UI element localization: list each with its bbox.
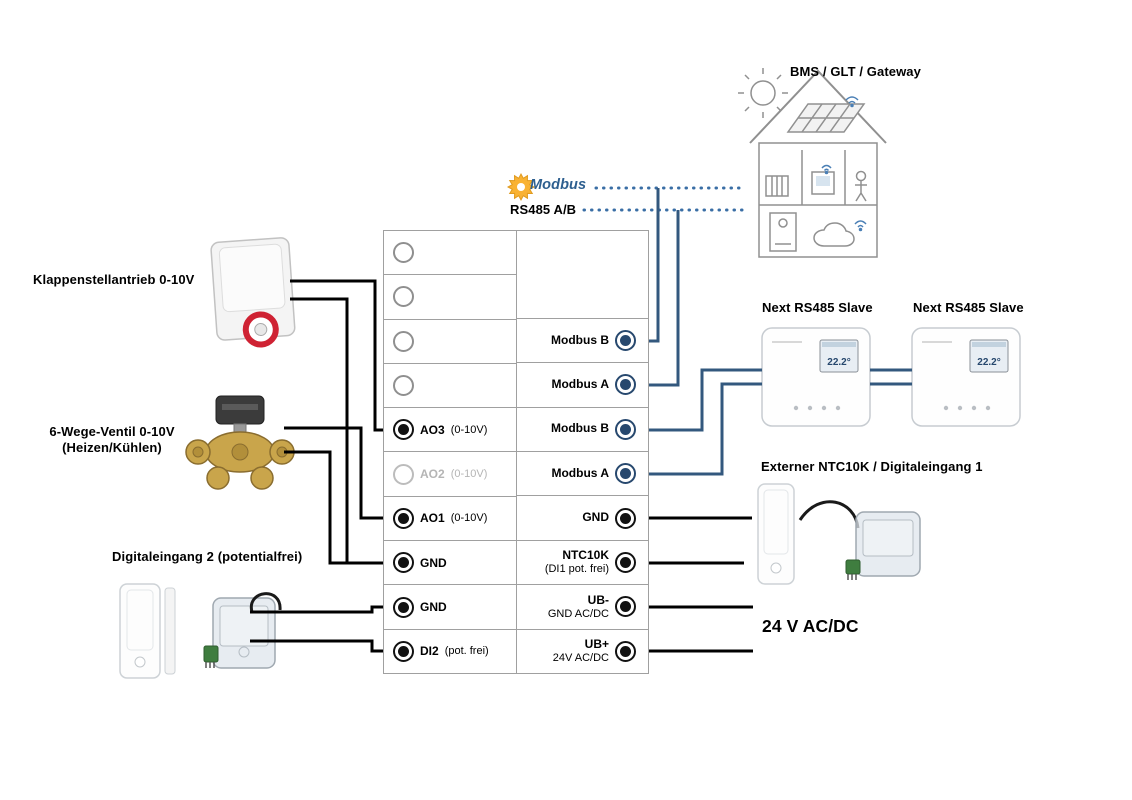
rs485-slave-right-illustration: 22.2° bbox=[911, 327, 1021, 427]
terminal-sublabel: (DI1 pot. frei) bbox=[544, 563, 609, 576]
terminal-row-empty-4 bbox=[384, 364, 516, 409]
terminal-label: GND bbox=[582, 510, 609, 525]
valve-label: 6-Wege-Ventil 0-10V (Heizen/Kühlen) bbox=[42, 424, 182, 457]
cloud-icon bbox=[813, 222, 855, 247]
terminal-row-modbus-b-2: Modbus B bbox=[517, 408, 648, 453]
radiator-icon bbox=[765, 175, 789, 197]
thermostat-screen bbox=[969, 339, 1009, 373]
terminal-circle bbox=[615, 374, 636, 396]
terminal-label: Modbus A bbox=[551, 465, 609, 480]
terminal-circle bbox=[393, 330, 414, 352]
slave-left-label: Next RS485 Slave bbox=[762, 300, 873, 315]
modbus-gear-icon bbox=[506, 172, 536, 202]
terminal-column-right: Modbus B Modbus A Modbus B Modbus A GND … bbox=[516, 230, 649, 674]
valve-label-line1: 6-Wege-Ventil 0-10V bbox=[49, 424, 175, 439]
door-contact-di2-illustration bbox=[119, 583, 282, 679]
terminal-label: Modbus A bbox=[551, 377, 609, 391]
terminal-row-modbus-b-1: Modbus B bbox=[517, 319, 648, 364]
bus-dotted-lines bbox=[582, 186, 746, 212]
terminal-circle bbox=[393, 419, 414, 441]
terminal-label: AO2 bbox=[420, 467, 445, 482]
terminal-label: Modbus B bbox=[551, 332, 609, 347]
terminal-row-ao2: AO2 (0-10V) bbox=[384, 452, 516, 497]
terminal-label: NTC10K bbox=[562, 548, 609, 563]
valve-label-line2: (Heizen/Kühlen) bbox=[62, 440, 162, 456]
terminal-label: GND bbox=[420, 555, 447, 570]
thermostat-temp: 22.2° bbox=[827, 357, 850, 368]
green-connector-icon bbox=[845, 559, 861, 575]
terminal-row-ub-minus: UB-GND AC/DC bbox=[517, 585, 648, 630]
boiler-icon bbox=[769, 212, 797, 252]
green-connector-icon bbox=[203, 645, 219, 663]
terminal-circle bbox=[615, 596, 636, 618]
terminal-row-gnd-1: GND bbox=[384, 541, 516, 586]
terminal-circle bbox=[615, 330, 636, 351]
terminal-circle bbox=[393, 375, 414, 397]
cable-loop bbox=[798, 500, 860, 529]
terminal-circle bbox=[393, 286, 414, 308]
terminal-block: AO3 (0-10V) AO2 (0-10V) AO1 (0-10V) GND … bbox=[383, 230, 649, 674]
terminal-label: AO1 bbox=[420, 511, 445, 526]
cable-loop bbox=[249, 592, 282, 613]
bms-label: BMS / GLT / Gateway bbox=[790, 64, 921, 79]
terminal-row-modbus-a-2: Modbus A bbox=[517, 452, 648, 497]
modbus-logo-label: Modbus bbox=[530, 177, 587, 193]
power-label: 24 V AC/DC bbox=[762, 616, 859, 636]
terminal-label: AO3 bbox=[420, 422, 445, 437]
rs485-slave-left-illustration: 22.2° bbox=[761, 327, 871, 427]
terminal-circle bbox=[393, 552, 414, 574]
wifi-icon bbox=[821, 96, 867, 232]
terminal-row-ntc10k: NTC10K(DI1 pot. frei) bbox=[517, 541, 648, 586]
terminal-row-empty-2 bbox=[384, 275, 516, 320]
terminal-row-di2: DI2 (pot. frei) bbox=[384, 630, 516, 673]
rs485-label: RS485 A/B bbox=[510, 202, 577, 217]
terminal-row-ao1: AO1 (0-10V) bbox=[384, 497, 516, 542]
person-icon bbox=[855, 170, 867, 202]
modbus-wires bbox=[639, 188, 912, 476]
thermostat-screen bbox=[819, 339, 859, 373]
di2-label: Digitaleingang 2 (potentialfrei) bbox=[112, 549, 303, 564]
terminal-circle bbox=[615, 552, 636, 574]
terminal-row-ao3: AO3 (0-10V) bbox=[384, 408, 516, 453]
terminal-circle bbox=[615, 418, 636, 440]
terminal-row-gnd-right: GND bbox=[517, 496, 648, 541]
terminal-label: GND bbox=[420, 600, 447, 615]
terminal-circle bbox=[615, 640, 636, 662]
terminal-row-gnd-2: GND bbox=[384, 585, 516, 630]
terminal-sublabel: 24V AC/DC bbox=[552, 651, 609, 664]
damper-actuator-illustration bbox=[210, 237, 296, 348]
terminal-row-modbus-a-1: Modbus A bbox=[517, 363, 648, 408]
terminal-label: Modbus B bbox=[551, 421, 609, 436]
slave-right-label: Next RS485 Slave bbox=[913, 300, 1024, 315]
terminal-sublabel: (0-10V) bbox=[450, 468, 488, 481]
terminal-row-ub-plus: UB+24V AC/DC bbox=[517, 630, 648, 673]
sun-icon bbox=[738, 68, 788, 118]
terminal-label: UB+ bbox=[584, 637, 609, 652]
terminal-circle bbox=[393, 640, 414, 662]
solar-panel-icon bbox=[786, 103, 866, 133]
terminal-sublabel: (pot. frei) bbox=[444, 645, 489, 658]
room-thermostat-icon bbox=[811, 171, 835, 195]
terminal-label: DI2 bbox=[420, 644, 439, 659]
six-way-valve-illustration bbox=[185, 395, 295, 490]
terminal-sublabel: (0-10V) bbox=[450, 423, 488, 436]
terminal-circle bbox=[393, 463, 414, 485]
terminal-circle bbox=[393, 596, 414, 618]
terminal-spacer bbox=[517, 231, 648, 319]
ntc-di1-label: Externer NTC10K / Digitaleingang 1 bbox=[761, 459, 983, 474]
terminal-circle bbox=[393, 242, 414, 264]
damper-label: Klappenstellantrieb 0-10V bbox=[33, 272, 195, 287]
terminal-circle bbox=[615, 507, 636, 529]
terminal-label: UB- bbox=[587, 592, 609, 607]
thermostat-temp: 22.2° bbox=[977, 357, 1000, 368]
terminal-column-left: AO3 (0-10V) AO2 (0-10V) AO1 (0-10V) GND … bbox=[383, 230, 516, 674]
bms-house-illustration bbox=[738, 68, 887, 258]
terminal-row-empty-3 bbox=[384, 320, 516, 364]
terminal-sublabel: (0-10V) bbox=[450, 512, 488, 525]
terminal-circle bbox=[615, 463, 636, 485]
terminal-sublabel: GND AC/DC bbox=[547, 607, 609, 620]
ntc10k-sensor-illustration bbox=[757, 483, 921, 585]
terminal-circle bbox=[393, 507, 414, 529]
terminal-row-empty-1 bbox=[384, 231, 516, 276]
